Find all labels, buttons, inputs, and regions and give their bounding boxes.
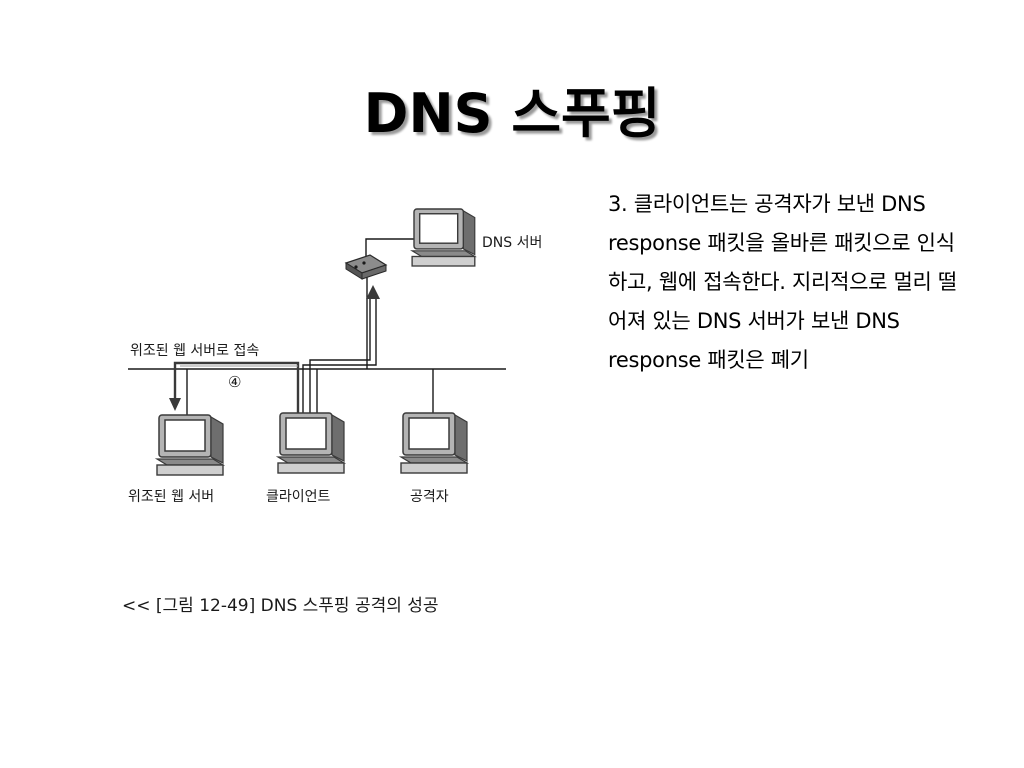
attacker-computer-icon: [400, 412, 468, 474]
client-dns-path-outer: [302, 295, 377, 415]
down-arrow-icon: [169, 398, 181, 411]
fake-access-label: 위조된 웹 서버로 접속: [130, 343, 259, 359]
fake-server-label: 위조된 웹 서버: [128, 489, 214, 505]
client-label: 클라이언트: [266, 489, 331, 505]
client-computer-icon: [277, 412, 345, 474]
router-to-dns-line: [365, 238, 416, 257]
body-text: 3. 클라이언트는 공격자가 보낸 DNS response 패킷을 올바른 패…: [608, 192, 957, 372]
dns-server-label: DNS 서버: [482, 235, 542, 251]
attacker-label: 공격자: [410, 489, 449, 505]
network-diagram: DNS 서버 위조된 웹 서버로 접속 ④ 위조된 웹 서버 클라이언트 공격자: [120, 195, 570, 515]
slide-title: DNS 스푸핑: [363, 82, 661, 145]
fake-access-path: [173, 361, 300, 415]
fake-server-computer-icon: [156, 414, 224, 476]
up-arrow-icon: [366, 285, 380, 299]
figure-caption: << [그림 12-49] DNS 스푸핑 공격의 성공: [122, 596, 439, 616]
step-number-label: ④: [228, 373, 241, 391]
client-dns-path-inner: [309, 295, 371, 415]
dns-server-computer-icon: [411, 208, 476, 267]
router-icon: [344, 254, 388, 280]
